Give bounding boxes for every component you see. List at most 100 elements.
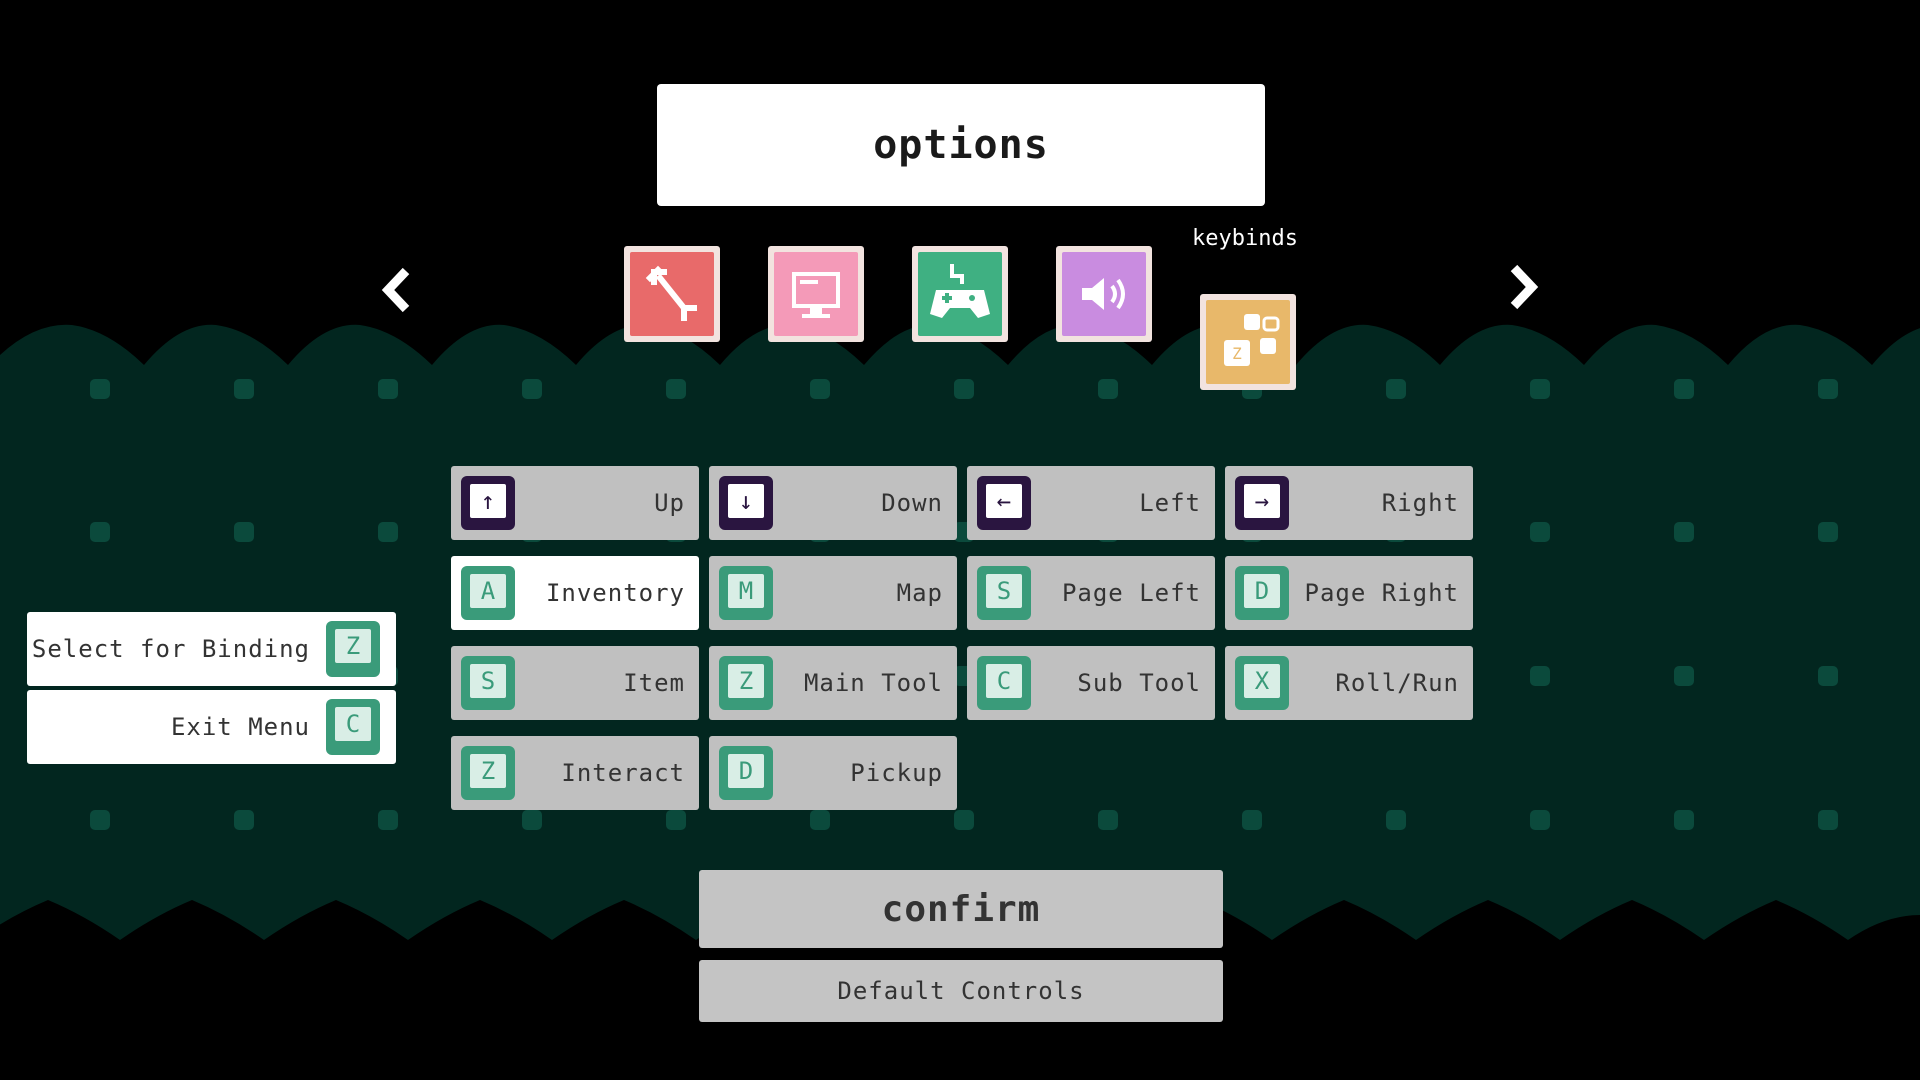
background-dot — [810, 810, 830, 830]
hint-label: Exit Menu — [170, 713, 310, 741]
background-dot — [954, 810, 974, 830]
background-dot — [1818, 666, 1838, 686]
key-glyph: Z — [468, 752, 508, 790]
background-dot — [1530, 810, 1550, 830]
chevron-left-icon — [381, 267, 410, 313]
key-icon: ↓ — [719, 476, 773, 530]
key-glyph: D — [1242, 572, 1282, 610]
key-icon: → — [1235, 476, 1289, 530]
keybind-label: Roll/Run — [1335, 669, 1459, 697]
key-icon: Z — [326, 621, 380, 677]
key-glyph: ↓ — [726, 482, 766, 520]
background-dot — [1674, 666, 1694, 686]
tab-general[interactable] — [624, 246, 720, 342]
key-glyph: → — [1242, 482, 1282, 520]
key-glyph: X — [1242, 662, 1282, 700]
background-dot — [234, 522, 254, 542]
key-glyph: C — [984, 662, 1024, 700]
keybind-roll-run[interactable]: X Roll/Run — [1225, 646, 1473, 720]
keybind-label: Sub Tool — [1077, 669, 1201, 697]
keybind-label: Inventory — [545, 579, 685, 607]
keybind-pickup[interactable]: D Pickup — [709, 736, 957, 810]
key-icon: A — [461, 566, 515, 620]
keybind-inventory[interactable]: A Inventory — [451, 556, 699, 630]
key-icon: Z — [719, 656, 773, 710]
background-dot — [1386, 810, 1406, 830]
background-dot — [1818, 522, 1838, 542]
speaker-icon — [1082, 278, 1125, 310]
keybind-page-left[interactable]: S Page Left — [967, 556, 1215, 630]
key-icon: S — [461, 656, 515, 710]
keybind-label: Left — [1139, 489, 1201, 517]
keybind-item[interactable]: S Item — [451, 646, 699, 720]
hint-label: Select for Binding — [31, 635, 310, 663]
confirm-button[interactable]: confirm — [699, 870, 1223, 948]
tab-keybinds[interactable]: Z — [1200, 294, 1296, 390]
background-dot — [1098, 379, 1118, 399]
key-glyph: Z — [726, 662, 766, 700]
background-dot — [666, 810, 686, 830]
key-glyph: D — [726, 752, 766, 790]
key-icon: C — [977, 656, 1031, 710]
tab-audio[interactable] — [1056, 246, 1152, 342]
keybind-up[interactable]: ↑Up — [451, 466, 699, 540]
key-icon: S — [977, 566, 1031, 620]
keybind-label: Down — [881, 489, 943, 517]
background-dot — [90, 379, 110, 399]
key-icon: ← — [977, 476, 1031, 530]
hint-exit-menu: Exit Menu C — [27, 690, 396, 764]
wrench-icon — [645, 265, 697, 321]
background-dot — [810, 379, 830, 399]
keybind-label: Main Tool — [803, 669, 943, 697]
background-dot — [666, 379, 686, 399]
background-dot — [1386, 379, 1406, 399]
background-dot — [378, 379, 398, 399]
monitor-icon — [792, 272, 840, 318]
key-icon: D — [719, 746, 773, 800]
key-glyph: ↑ — [468, 482, 508, 520]
key-icon: M — [719, 566, 773, 620]
key-glyph: S — [984, 572, 1024, 610]
keybind-label: Item — [623, 669, 685, 697]
background-dot — [234, 379, 254, 399]
chevron-right-icon — [1510, 264, 1539, 310]
background-dot — [378, 810, 398, 830]
key-glyph: C — [333, 705, 373, 743]
keybind-label: Right — [1381, 489, 1459, 517]
keybind-map[interactable]: M Map — [709, 556, 957, 630]
background-dot — [378, 522, 398, 542]
keybind-sub-tool[interactable]: C Sub Tool — [967, 646, 1215, 720]
key-icon: C — [326, 699, 380, 755]
svg-text:Z: Z — [1232, 344, 1242, 363]
background-dot — [1674, 810, 1694, 830]
keybind-left[interactable]: ← Left — [967, 466, 1215, 540]
keybinds-icon: Z — [1224, 314, 1280, 366]
gamepad-icon — [930, 264, 990, 318]
background-dot — [1530, 379, 1550, 399]
key-glyph: Z — [333, 627, 373, 665]
key-glyph: M — [726, 572, 766, 610]
key-glyph: ← — [984, 482, 1024, 520]
default-controls-button[interactable]: Default Controls — [699, 960, 1223, 1022]
keybind-label: Map — [896, 579, 943, 607]
keybind-right[interactable]: → Right — [1225, 466, 1473, 540]
keybind-label: Pickup — [850, 759, 943, 787]
hint-select-for-binding: Select for Binding Z — [27, 612, 396, 686]
next-tab-arrow[interactable] — [1504, 262, 1544, 312]
keybind-main-tool[interactable]: Z Main Tool — [709, 646, 957, 720]
prev-tab-arrow[interactable] — [376, 265, 416, 315]
page-title-panel: options — [657, 84, 1265, 206]
background-dot — [1674, 522, 1694, 542]
keybind-label: Page Left — [1061, 579, 1201, 607]
keybind-page-right[interactable]: D Page Right — [1225, 556, 1473, 630]
key-icon: ↑ — [461, 476, 515, 530]
tab-controls[interactable] — [912, 246, 1008, 342]
key-glyph: S — [468, 662, 508, 700]
keybind-label: Page Right — [1304, 579, 1459, 607]
keybind-down[interactable]: ↓ Down — [709, 466, 957, 540]
background-dot — [1242, 810, 1262, 830]
background-dot — [234, 810, 254, 830]
key-icon: X — [1235, 656, 1289, 710]
tab-display[interactable] — [768, 246, 864, 342]
